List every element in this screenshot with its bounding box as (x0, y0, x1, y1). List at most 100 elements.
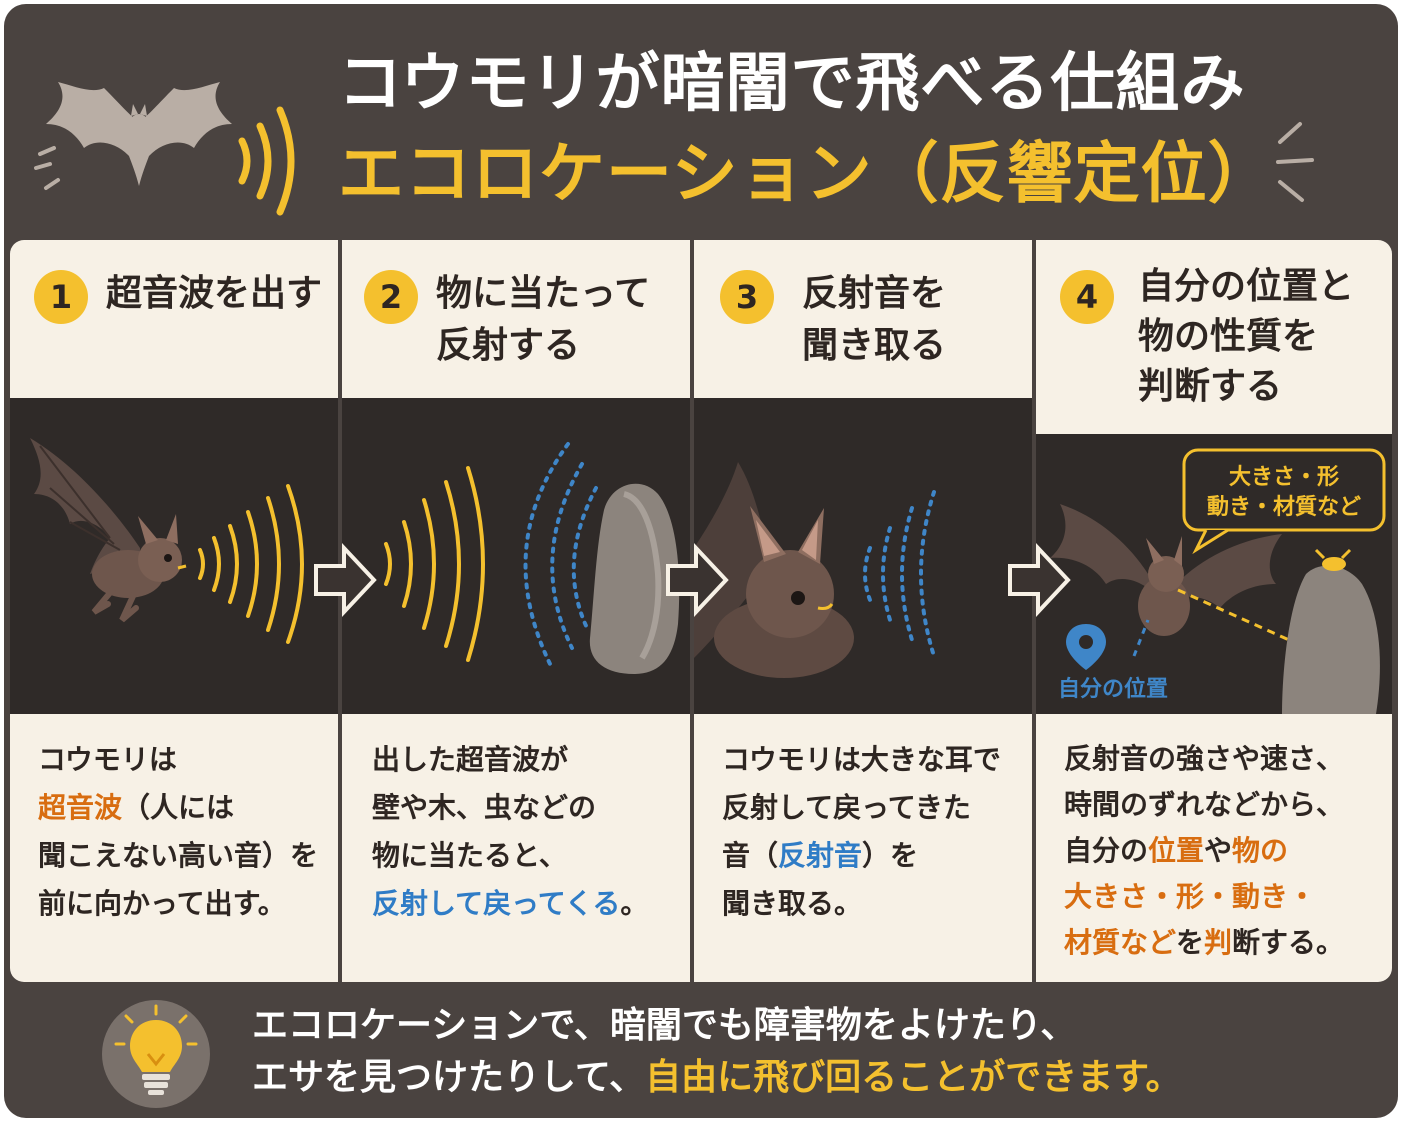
step-desc-line: 大きさ・形・動き・ (1064, 874, 1392, 920)
desc-text: 音（ (722, 839, 779, 872)
step-desc-line: 音（反射音）を (722, 832, 1032, 880)
step-description: 出した超音波が壁や木、虫などの物に当たると、反射して戻ってくる。 (342, 736, 690, 928)
step-panel-2: 2 物に当たって反射する (342, 240, 690, 982)
bat-icon (34, 82, 232, 190)
desc-text: 反射音の強さや速さ、 (1064, 742, 1345, 775)
returning-wave-icon (863, 490, 936, 658)
lightbulb-icon (114, 1004, 198, 1095)
step-illustration-judge: 大きさ・形 動き・材質など 自分の位置 (1036, 434, 1392, 714)
footer-line-2-plain: エサを見つけたりして、 (252, 1057, 646, 1098)
sound-wave-icon (198, 484, 304, 644)
sound-wave-icon (384, 466, 485, 662)
rock-obstacle (1282, 565, 1380, 714)
desc-highlight: 位置 (1148, 834, 1205, 867)
desc-highlight: 超音波 (38, 791, 123, 824)
spark-lines-icon (1276, 122, 1314, 202)
step-header: 2 物に当たって反射する (342, 240, 690, 396)
desc-text: 壁や木、虫などの (372, 791, 597, 824)
desc-text: 物に当たると、 (372, 839, 567, 872)
step-title: 物に当たって反射する (436, 268, 650, 372)
desc-text: 。 (620, 887, 649, 920)
step-desc-line: 自分の位置や物の (1064, 828, 1392, 874)
footer-summary: エコロケーションで、暗闇でも障害物をよけたり、 エサを見つけたりして、自由に飛び… (252, 1000, 1372, 1104)
step-title: 自分の位置と物の性質を判断する (1138, 262, 1354, 412)
desc-text: や (1204, 834, 1233, 867)
reflected-wave-icon (523, 442, 598, 670)
footer-line-1: エコロケーションで、暗闇でも障害物をよけたり、 (252, 1005, 1077, 1046)
desc-highlight: 材質など (1064, 926, 1177, 959)
step-title-line: 物の性質を (1138, 316, 1319, 357)
step-title-line: 判断する (1138, 366, 1283, 407)
step-panel-4: 4 自分の位置と物の性質を判断する (1036, 240, 1392, 982)
position-label: 自分の位置 (1058, 676, 1168, 702)
step-title-line: 超音波を出す (106, 273, 323, 314)
step-title-line: 反射音を (802, 273, 947, 314)
step-title: 超音波を出す (106, 268, 322, 320)
desc-text: （人には (122, 791, 235, 824)
step-number-badge: 1 (34, 270, 88, 324)
step-illustration-emit (10, 398, 338, 714)
step-panel-1: 1 超音波を出す (10, 240, 338, 982)
desc-text: 出した超音波が (372, 743, 569, 776)
step-desc-line: 物に当たると、 (372, 832, 690, 880)
step-description: コウモリは大きな耳で反射して戻ってきた音（反射音）を聞き取る。 (694, 736, 1032, 928)
bubble-line-1: 大きさ・形 (1229, 465, 1339, 490)
page-title: コウモリが暗闇で飛べる仕組み (338, 47, 1246, 121)
step-desc-line: 超音波（人には (38, 784, 338, 832)
step-header: 4 自分の位置と物の性質を判断する (1036, 240, 1392, 432)
desc-highlight: 物の (1232, 834, 1289, 867)
desc-text: 聞こえない高い音）を (38, 839, 319, 872)
step-desc-line: 出した超音波が (372, 736, 690, 784)
desc-highlight: 反射して戻ってくる (372, 887, 621, 920)
step-title-line: 自分の位置と (1138, 266, 1355, 307)
desc-text: コウモリは (38, 743, 177, 776)
step-panel-3: 3 反射音を聞き取る (694, 240, 1032, 982)
bat-icon (1050, 504, 1282, 636)
bat-icon (694, 462, 854, 678)
lightbulb-badge (102, 1000, 210, 1108)
footer-line-2-highlight: 自由に飛び回ることができます。 (645, 1057, 1182, 1098)
step-description: コウモリは超音波（人には聞こえない高い音）を前に向かって出す。 (10, 736, 338, 928)
step-number-badge: 4 (1060, 270, 1114, 324)
step-header: 3 反射音を聞き取る (694, 240, 1032, 396)
step-illustration-listen (694, 398, 1032, 714)
step-number-badge: 3 (720, 270, 774, 324)
rock-obstacle (589, 483, 680, 674)
distance-arrow (1177, 588, 1299, 646)
desc-text: ）を (862, 839, 919, 872)
desc-text: 聞き取る。 (722, 887, 863, 920)
sound-wave-icon (238, 106, 295, 216)
insect-icon (1314, 548, 1352, 571)
step-desc-line: 聞き取る。 (722, 880, 1032, 928)
step-description: 反射音の強さや速さ、時間のずれなどから、自分の位置や物の大きさ・形・動き・材質な… (1036, 736, 1392, 966)
step-title-line: 聞き取る (802, 325, 947, 366)
arrow-right-icon (314, 542, 377, 618)
step-desc-line: 聞こえない高い音）を (38, 832, 338, 880)
step-desc-line: 壁や木、虫などの (372, 784, 690, 832)
location-pin-icon (1066, 624, 1106, 670)
step-desc-line: 反射して戻ってきた (722, 784, 1032, 832)
desc-text: 反射して戻ってきた (722, 791, 971, 824)
step-title-line: 反射する (436, 325, 581, 366)
step-desc-line: 前に向かって出す。 (38, 880, 338, 928)
infographic-poster: コウモリが暗闇で飛べる仕組み エコロケーション（反響定位） 1 超音波を出す (4, 4, 1398, 1118)
bubble-line-2: 動き・材質など (1207, 495, 1361, 520)
step-desc-line: コウモリは大きな耳で (722, 736, 1032, 784)
desc-text: 前に向かって出す。 (38, 887, 286, 920)
step-header: 1 超音波を出す (10, 240, 338, 396)
step-number-badge: 2 (364, 270, 418, 324)
step-desc-line: コウモリは (38, 736, 338, 784)
desc-text: 時間のずれなどから、 (1064, 788, 1345, 821)
desc-highlight: 大きさ・形・動き・ (1064, 880, 1317, 913)
steps-panel-group: 1 超音波を出す (10, 240, 1392, 982)
step-desc-line: 材質などを判断する。 (1064, 920, 1392, 966)
footer-line-2: エサを見つけたりして、自由に飛び回ることができます。 (252, 1052, 1372, 1104)
desc-text: 断する。 (1232, 926, 1345, 959)
arrow-right-icon (666, 542, 729, 618)
desc-text: を (1176, 926, 1205, 959)
desc-text: コウモリは大きな耳で (722, 743, 1001, 776)
desc-text: 自分の (1064, 834, 1149, 867)
step-title-line: 物に当たって (436, 273, 651, 314)
bat-icon (30, 438, 187, 623)
desc-highlight: 反射音 (778, 839, 863, 872)
